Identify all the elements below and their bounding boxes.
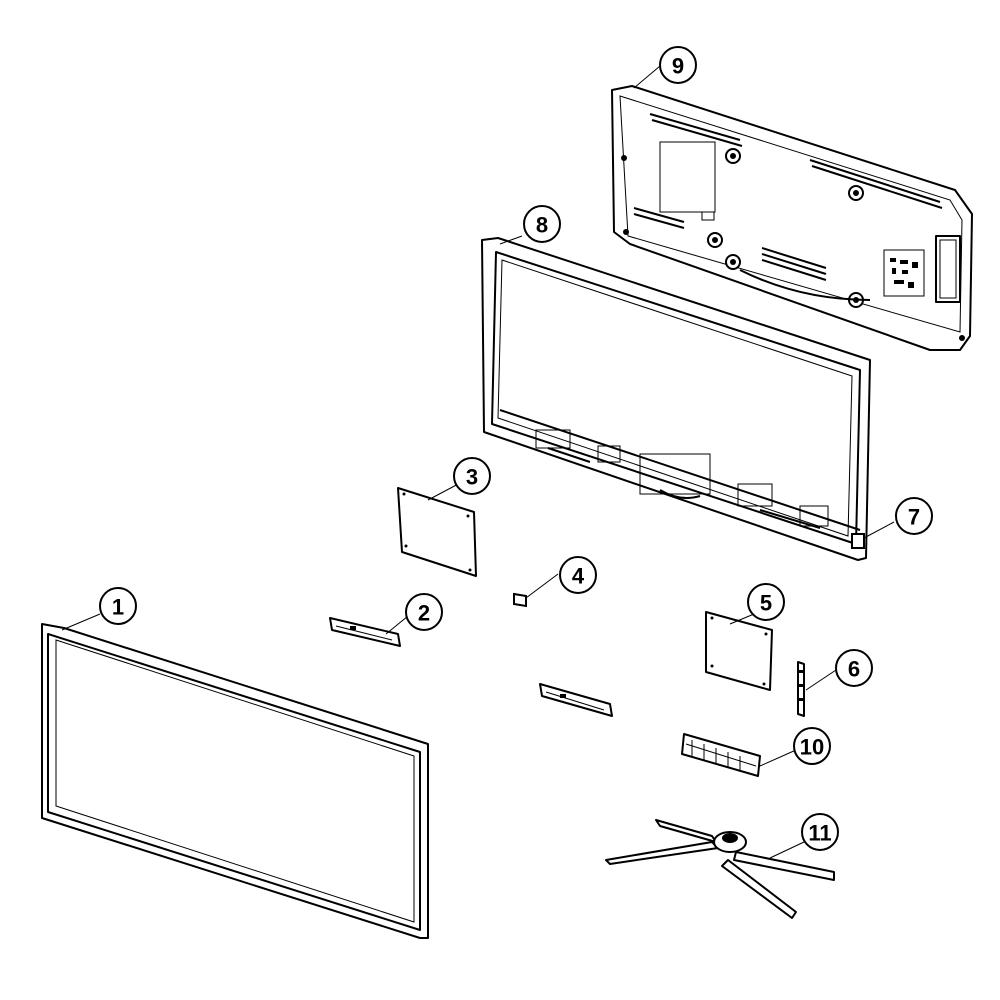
- part-2-bracket-copy: [539, 683, 613, 717]
- callout-4: 4: [559, 556, 597, 594]
- svg-text:7: 7: [908, 505, 920, 530]
- callout-11: 11: [801, 813, 839, 851]
- callout-1: 1: [99, 587, 137, 625]
- part-7-fastener: [851, 521, 895, 549]
- svg-text:2: 2: [418, 601, 430, 626]
- callout-8: 8: [523, 205, 561, 243]
- callout-9: 9: [659, 46, 697, 84]
- callout-5: 5: [747, 583, 785, 621]
- part-3-board: [397, 481, 477, 577]
- rear-screw-bosses: [621, 148, 965, 341]
- svg-text:4: 4: [572, 564, 585, 589]
- svg-text:3: 3: [466, 465, 478, 490]
- frame-lower-details: [535, 429, 829, 529]
- callout-6: 6: [835, 649, 873, 687]
- part-4-clip: [513, 573, 559, 608]
- part-8-middle-frame: [481, 235, 871, 561]
- svg-text:10: 10: [800, 735, 824, 760]
- svg-text:9: 9: [672, 54, 684, 79]
- callout-10: 10: [793, 727, 831, 765]
- rear-terminal-panel: [883, 235, 961, 303]
- svg-text:5: 5: [760, 591, 772, 616]
- callout-7: 7: [895, 497, 933, 535]
- callout-3: 3: [453, 457, 491, 495]
- rear-vent-slots: [633, 113, 943, 281]
- callout-2: 2: [405, 593, 443, 631]
- svg-text:11: 11: [808, 821, 831, 846]
- part-5-board: [705, 611, 773, 691]
- part-11-stand: [605, 819, 835, 919]
- svg-text:8: 8: [536, 213, 548, 238]
- part-2-bracket: [329, 615, 409, 647]
- part-6-strip: [797, 661, 837, 717]
- svg-text:6: 6: [848, 657, 860, 682]
- callouts: 1 2 3 4 5 6 7 8: [99, 46, 933, 851]
- svg-text:1: 1: [112, 595, 124, 620]
- part-9-rear-cover: [611, 65, 973, 351]
- part-1-front-bezel: [41, 613, 429, 939]
- part-10-cover: [681, 733, 797, 777]
